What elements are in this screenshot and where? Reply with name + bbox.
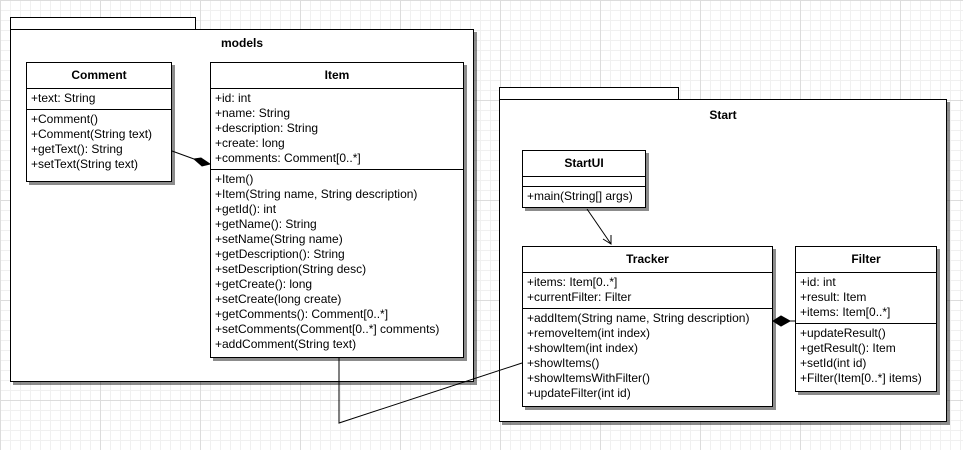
item-operation: +getComments(): Comment[0..*] <box>215 307 389 321</box>
start-package-tab <box>499 87 679 100</box>
item-attribute: +name: String <box>215 106 291 120</box>
item-operations: +Item() +Item(String name, String descri… <box>211 170 463 355</box>
item-operation: +addComment(String text) <box>215 337 357 351</box>
item-attribute: +create: long <box>215 136 285 150</box>
models-package-tab <box>10 17 196 30</box>
item-class-name: Item <box>211 63 463 89</box>
comment-attributes: +text: String <box>27 89 171 110</box>
tracker-operation: +showItem(int index) <box>527 341 639 355</box>
comment-operation: +getText(): String <box>31 142 123 156</box>
filter-operation: +getResult(): Item <box>800 341 896 355</box>
comment-operations: +Comment() +Comment(String text) +getTex… <box>27 110 171 175</box>
filter-operation: +Filter(Item[0..*] items) <box>800 371 922 385</box>
tracker-operation: +addItem(String name, String description… <box>527 311 750 325</box>
comment-class[interactable]: Comment +text: String +Comment() +Commen… <box>26 62 172 182</box>
startui-class-name: StartUI <box>523 151 645 177</box>
tracker-operation: +updateFilter(int id) <box>527 386 631 400</box>
item-operation: +setName(String name) <box>215 232 343 246</box>
filter-attribute: +items: Item[0..*] <box>800 305 891 319</box>
filter-attribute: +result: Item <box>800 290 867 304</box>
item-operation: +setComments(Comment[0..*] comments) <box>215 322 440 336</box>
item-operation: +Item(String name, String description) <box>215 187 418 201</box>
tracker-attributes: +items: Item[0..*] +currentFilter: Filte… <box>523 273 772 309</box>
filter-class[interactable]: Filter +id: int +result: Item +items: It… <box>795 246 937 392</box>
filter-attribute: +id: int <box>800 275 836 289</box>
startui-class[interactable]: StartUI +main(String[] args) <box>522 150 646 208</box>
filter-attributes: +id: int +result: Item +items: Item[0..*… <box>796 273 936 324</box>
comment-attribute: +text: String <box>31 91 96 105</box>
filter-operations: +updateResult() +getResult(): Item +setI… <box>796 324 936 389</box>
item-class[interactable]: Item +id: int +name: String +description… <box>210 62 464 358</box>
startui-operation: +main(String[] args) <box>527 189 633 203</box>
comment-class-name: Comment <box>27 63 171 89</box>
startui-attributes <box>523 177 645 187</box>
tracker-operation: +removeItem(int index) <box>527 326 651 340</box>
item-operation: +setCreate(long create) <box>215 292 342 306</box>
filter-operation: +setId(int id) <box>800 356 867 370</box>
comment-operation: +Comment() <box>31 112 99 126</box>
item-attributes: +id: int +name: String +description: Str… <box>211 89 463 170</box>
comment-operation: +setText(String text) <box>31 157 139 171</box>
item-attribute: +comments: Comment[0..*] <box>215 151 361 165</box>
filter-operation: +updateResult() <box>800 326 886 340</box>
tracker-attribute: +items: Item[0..*] <box>527 275 618 289</box>
item-operation: +getCreate(): long <box>215 277 313 291</box>
start-package-title: Start <box>709 108 737 122</box>
item-attribute: +id: int <box>215 91 251 105</box>
tracker-operations: +addItem(String name, String description… <box>523 309 772 404</box>
item-operation: +Item() <box>215 172 254 186</box>
tracker-operation: +showItemsWithFilter() <box>527 371 651 385</box>
startui-operations: +main(String[] args) <box>523 187 645 207</box>
tracker-operation: +showItems() <box>527 356 600 370</box>
item-operation: +getDescription(): String <box>215 247 345 261</box>
item-operation: +getId(): int <box>215 202 277 216</box>
comment-operation: +Comment(String text) <box>31 127 153 141</box>
models-package-title: models <box>220 36 263 50</box>
filter-class-name: Filter <box>796 247 936 273</box>
tracker-class[interactable]: Tracker +items: Item[0..*] +currentFilte… <box>522 246 773 407</box>
tracker-class-name: Tracker <box>523 247 772 273</box>
tracker-attribute: +currentFilter: Filter <box>527 290 632 304</box>
item-attribute: +description: String <box>215 121 319 135</box>
item-operation: +getName(): String <box>215 217 317 231</box>
item-operation: +setDescription(String desc) <box>215 262 367 276</box>
